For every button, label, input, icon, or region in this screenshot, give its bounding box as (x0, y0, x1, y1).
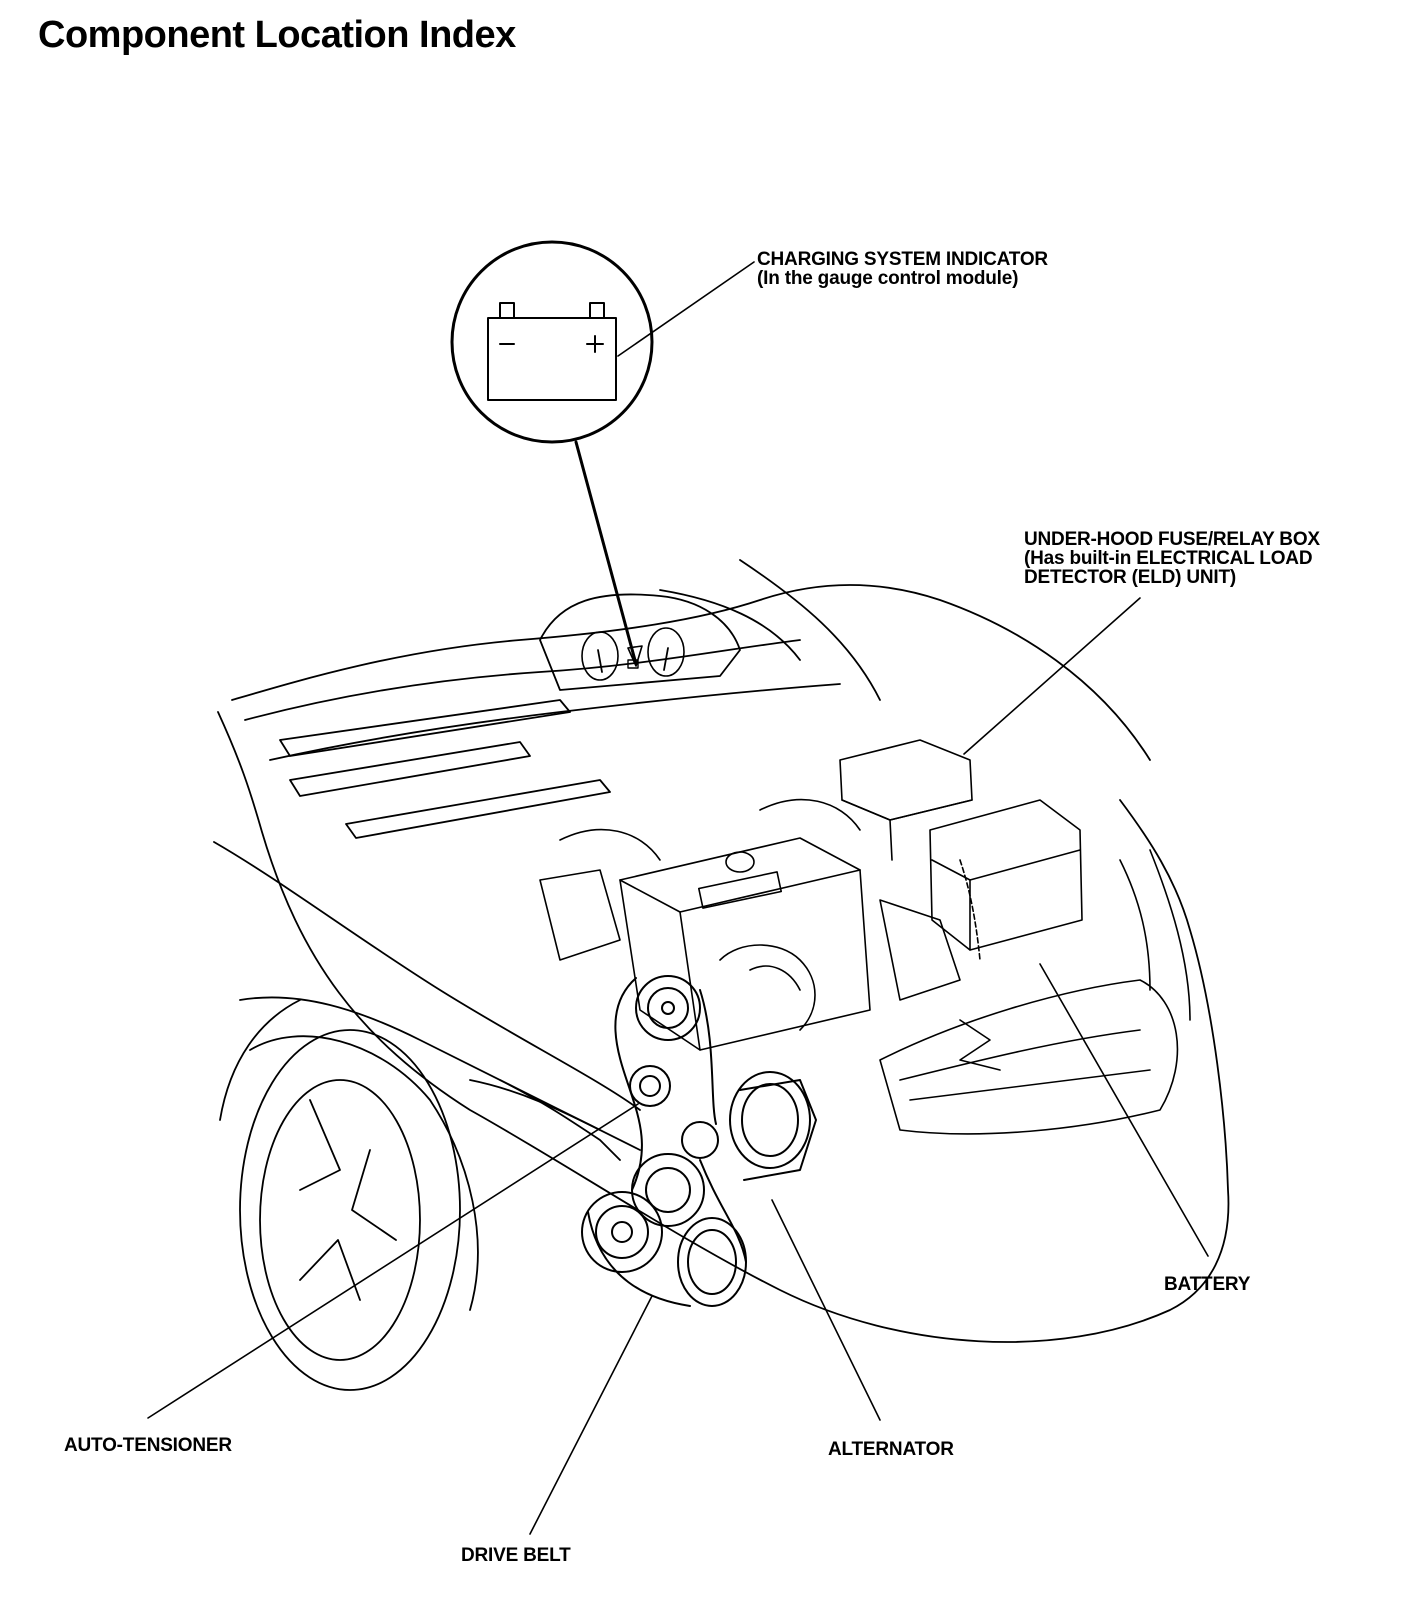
front-grille (879, 849, 1191, 1135)
pulley-system (581, 975, 817, 1307)
battery-label: BATTERY (1164, 1274, 1251, 1295)
auto-tensioner-label: AUTO-TENSIONER (64, 1435, 232, 1456)
page-title: Component Location Index (38, 14, 516, 56)
leader-lines (147, 261, 1209, 1535)
car-body (213, 559, 1230, 1343)
battery-warning-icon (487, 302, 617, 401)
fuse-box-label: UNDER-HOOD FUSE/RELAY BOX (Has built-in … (1024, 529, 1320, 588)
front-wheel (239, 1029, 479, 1391)
alternator-label: ALTERNATOR (828, 1439, 954, 1460)
fuse-box-and-battery (839, 739, 1083, 961)
drive-belt-label: DRIVE BELT (461, 1545, 571, 1566)
engine (539, 798, 961, 1051)
charging-indicator-label: CHARGING SYSTEM INDICATOR (In the gauge … (757, 249, 1048, 289)
charging-indicator-inset (450, 240, 654, 444)
